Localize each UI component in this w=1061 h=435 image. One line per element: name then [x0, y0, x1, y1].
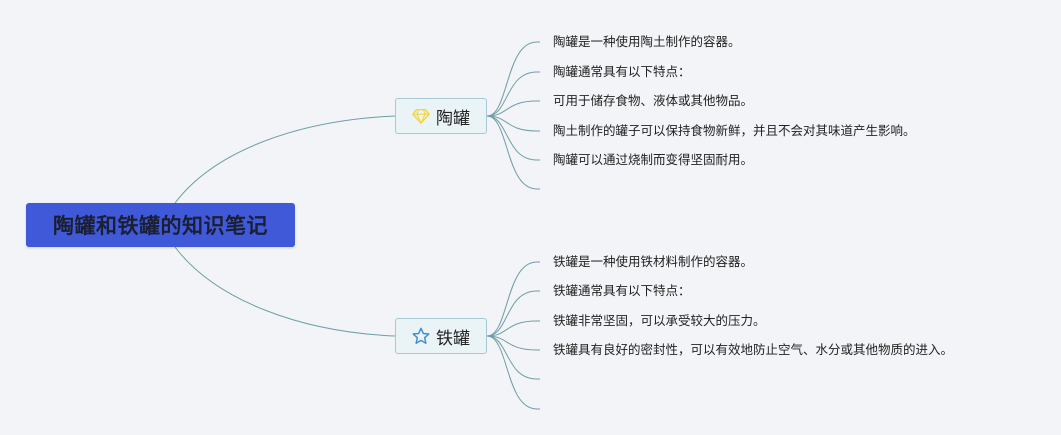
leaf-topic[interactable]: 陶罐可以通过烧制而变得坚固耐用。	[553, 152, 754, 167]
connector-branch-to-leaf	[486, 115, 540, 190]
connector-branch-to-leaf	[486, 71, 540, 117]
leaf-topic[interactable]: 陶罐是一种使用陶土制作的容器。	[553, 34, 741, 49]
leaf-topic[interactable]: 铁罐通常具有以下特点：	[553, 283, 691, 298]
connector-branch-to-leaf	[486, 335, 540, 410]
connector-branch-to-leaf	[486, 115, 540, 132]
branch-topic-iron-jar[interactable]: 铁罐	[395, 318, 487, 354]
branch-topic-label: 铁罐	[436, 328, 470, 349]
connector-branch-to-leaf	[486, 335, 540, 380]
connector-branch-to-leaf	[486, 320, 540, 337]
leaf-topic[interactable]: 铁罐非常坚固，可以承受较大的压力。	[553, 313, 766, 328]
leaf-topic[interactable]: 铁罐具有良好的密封性，可以有效地防止空气、水分或其他物质的进入。	[553, 342, 954, 357]
diamond-icon	[412, 108, 430, 124]
connector-root-to-branch	[174, 115, 396, 204]
root-topic-label: 陶罐和铁罐的知识笔记	[53, 214, 268, 238]
root-topic[interactable]: 陶罐和铁罐的知识笔记	[26, 203, 295, 247]
connector-branch-to-leaf	[486, 335, 540, 351]
connector-branch-to-leaf	[486, 290, 540, 337]
connector-root-to-branch	[174, 246, 396, 337]
leaf-topic[interactable]: 陶罐通常具有以下特点：	[553, 64, 691, 79]
leaf-topic[interactable]: 铁罐是一种使用铁材料制作的容器。	[553, 254, 754, 269]
leaf-topic[interactable]: 可用于储存食物、液体或其他物品。	[553, 93, 754, 108]
leaf-topic[interactable]: 陶土制作的罐子可以保持食物新鲜，并且不会对其味道产生影响。	[553, 123, 916, 138]
connector-branch-to-leaf	[486, 100, 540, 117]
branch-topic-pottery-jar[interactable]: 陶罐	[395, 98, 487, 134]
connector-branch-to-leaf	[486, 41, 540, 117]
connector-branch-to-leaf	[486, 115, 540, 161]
branch-topic-label: 陶罐	[436, 108, 470, 129]
star-icon	[412, 327, 430, 344]
connector-branch-to-leaf	[486, 261, 540, 337]
